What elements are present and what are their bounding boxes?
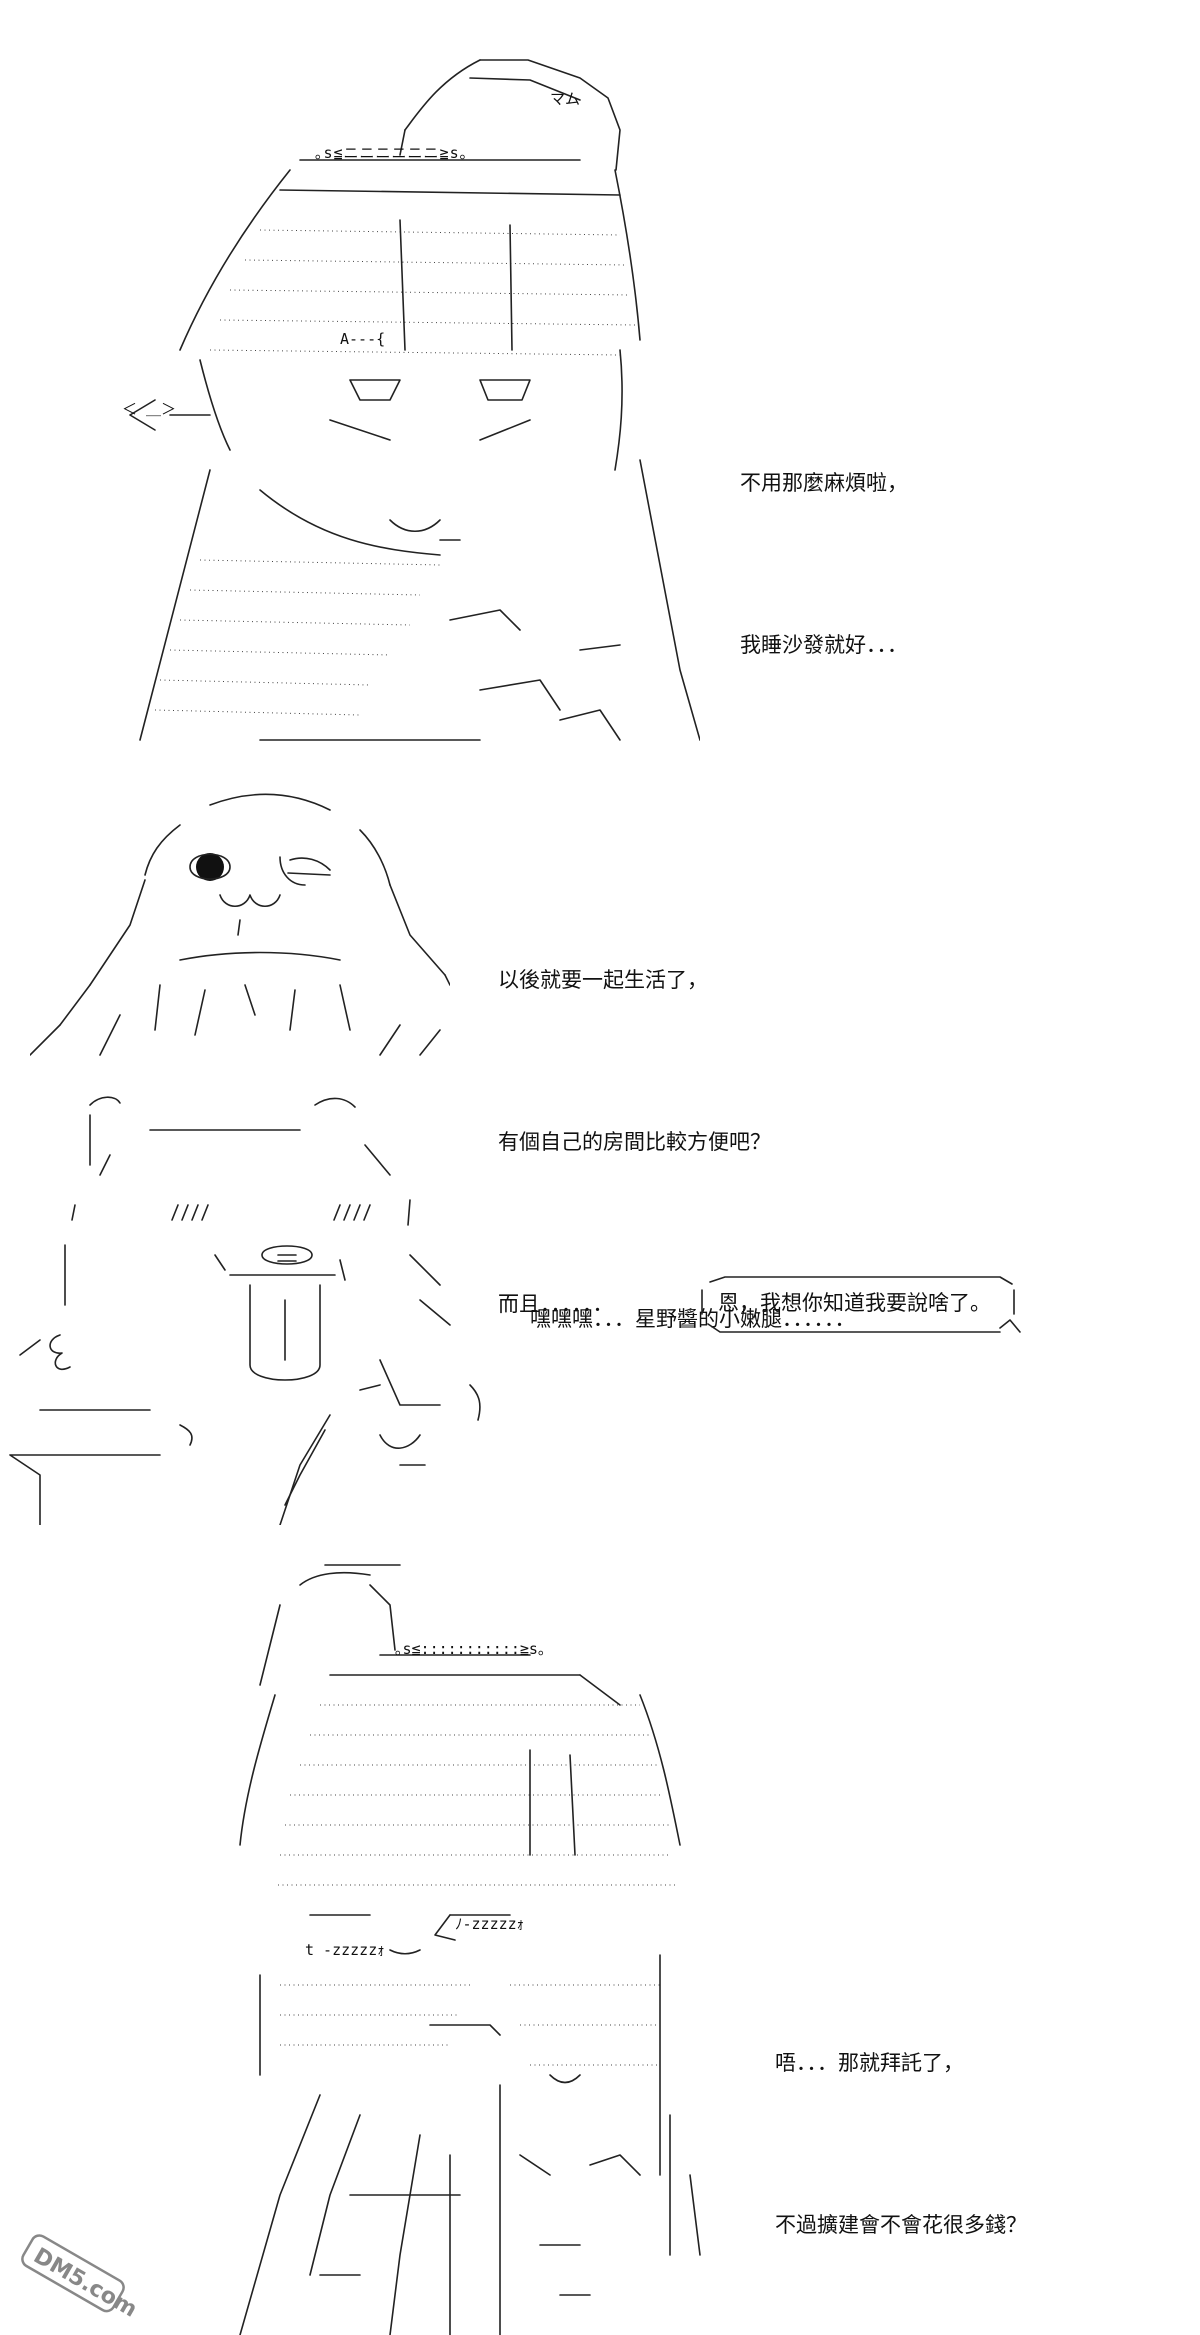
dialog-line: 唔．．．那就拜託了， (775, 2051, 964, 2075)
zzz-right-text: ﾉ-zzzzzｫ (455, 1915, 525, 1933)
sleepy-hat-figure-art (239, 1564, 701, 2335)
drooling-face-art (9, 1096, 481, 1525)
speech-bubble-text: 恩，我想你知道我要說啥了。 (718, 1291, 991, 1315)
panel-3-art (0, 1085, 500, 1525)
dialog-line: 我睡沙發就好．．． (740, 633, 908, 657)
dialog-line: 而且．．．．．． (498, 1292, 614, 1316)
panel-3-dialog: 嘿嘿嘿．．．星野醬的小嫩腿．．．．．． (530, 1184, 856, 1400)
zzz-left-text: t -zzzzzｫ (305, 1941, 385, 1959)
hat-tip-text: マム (550, 90, 581, 108)
panel-4-art: ｡s≦:::::::::::≧s｡ t -zzzzzｫ ﾉ-zzzzzｫ (200, 1555, 720, 2335)
panel-1-dialog: 不用那麼麻煩啦， 我睡沙發就好．．． (740, 348, 908, 726)
dialog-line: 以後就要一起生活了， (498, 968, 708, 992)
panel-1-art: ｡s≦ニニニニニニ≧s｡ マム ＜ ＿＞ A---{ (60, 20, 700, 750)
dialog-line: 有個自己的房間比較方便吧？ (498, 1130, 771, 1154)
watermark-text: DM5.com (29, 2244, 141, 2320)
arrow-text: ＜ ＿＞ (122, 400, 177, 418)
round-face-art (30, 793, 450, 1056)
hat-band-text-2: ｡s≦:::::::::::≧s｡ (395, 1640, 546, 1658)
speech-bubble (700, 1272, 1022, 1337)
dialog-line: 嘿嘿嘿．．．星野醬的小嫩腿．．．．．． (530, 1307, 856, 1331)
hat-band-text: ｡s≦ニニニニニニ≧s｡ (315, 144, 469, 162)
panel-2-art (30, 785, 450, 1060)
dialog-line: 不過擴建會不會花很多錢？ (775, 2213, 1027, 2237)
hat-figure-art (129, 59, 700, 741)
site-watermark: DM5.com (12, 2230, 142, 2320)
panel-2-dialog: 以後就要一起生活了， 有個自己的房間比較方便吧？ 而且．．．．．． (498, 845, 771, 1385)
dialog-line: 不用那麼麻煩啦， (740, 471, 908, 495)
watermark-logo-icon: DM5.com (21, 2234, 141, 2320)
panel-4-dialog: 唔．．．那就拜託了， 不過擴建會不會花很多錢？ (775, 1928, 1027, 2306)
mark-text: A---{ (340, 330, 386, 348)
speech-bubble-frame (701, 1276, 1021, 1333)
